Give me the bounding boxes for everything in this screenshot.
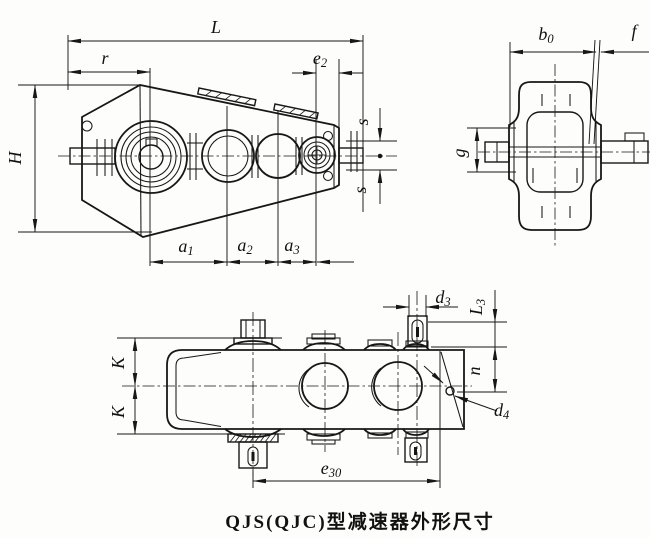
foot-lug-2 <box>404 437 428 463</box>
d4-hole <box>445 386 455 396</box>
dim-label-d3: d3 <box>435 287 450 309</box>
d3-bolt-boss <box>407 315 428 347</box>
dim-label-s-lower: s <box>350 186 370 193</box>
housing-hole <box>81 120 93 132</box>
dim-label-n: n <box>464 367 484 376</box>
dim-label-s-upper: s <box>352 118 372 125</box>
dim-label-a1: a1 <box>178 236 193 258</box>
d4-leader-1 <box>423 365 444 384</box>
top-view: K K d3 L3 n d4 e30 <box>108 287 509 488</box>
dim-label-b0: b0 <box>538 24 554 46</box>
dim-label-e30: e30 <box>321 458 342 480</box>
dim-label-a2: a2 <box>237 235 252 257</box>
dim-label-g: g <box>449 149 469 158</box>
vent-strip-2 <box>272 103 319 120</box>
dim-label-H: H <box>5 151 25 166</box>
dim-label-K-upper: K <box>108 356 128 370</box>
d4-leader-2 <box>454 395 498 412</box>
flange-hole-lower <box>322 170 334 182</box>
dim-label-e2: e2 <box>313 48 327 70</box>
end-view: b0 f g <box>449 21 650 247</box>
dim-label-f: f <box>631 21 639 41</box>
vent-strip-1 <box>196 87 257 107</box>
dim-label-L3: L3 <box>466 299 488 316</box>
dim-label-r: r <box>101 48 109 68</box>
dim-label-a3: a3 <box>284 235 299 257</box>
side-view: L r e2 H s s a1 a2 a3 <box>5 17 397 266</box>
dim-label-d4: d4 <box>494 400 509 422</box>
output-shaft-boss <box>298 136 336 174</box>
dim-label-L: L <box>210 17 221 37</box>
shaft-key <box>624 132 645 142</box>
input-shaft-boss <box>114 120 188 194</box>
caption: QJS(QJC)型减速器外形尺寸 <box>225 510 495 533</box>
dim-label-K-lower: K <box>108 405 128 419</box>
